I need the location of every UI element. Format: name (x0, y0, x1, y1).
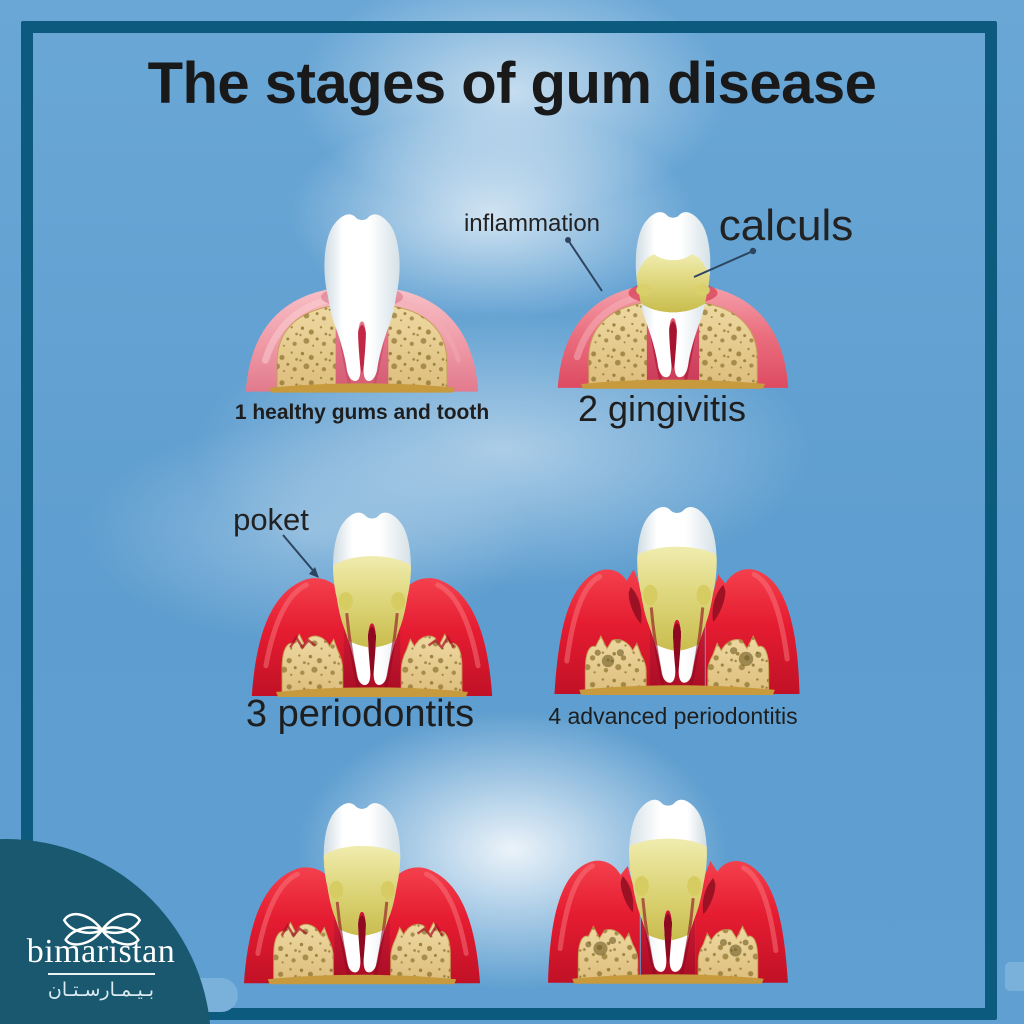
bimaristan-wordmark: bimaristan (26, 933, 176, 970)
inflammation-pointer-line (565, 237, 603, 292)
page-border-frame (21, 21, 997, 1020)
butterfly-leaves-icon (62, 912, 142, 946)
tooth-illustration-stage-6 (542, 780, 794, 986)
calculs-pointer-line (693, 247, 757, 278)
inflammation-label: inflammation (463, 210, 601, 237)
stage-2-caption: 2 gingivitis (577, 388, 747, 429)
tooth-illustration-stage-1 (240, 196, 484, 394)
poket-label: poket (233, 502, 309, 537)
bimaristan-arabic-name: بـيـمـارسـتـان (47, 979, 155, 1001)
stage-3-caption: 3 periodontits (245, 693, 475, 735)
logo-divider-line (48, 973, 155, 975)
stage-4-caption: 4 advanced periodontitis (548, 703, 798, 729)
calculs-label: calculs (718, 201, 854, 250)
page-title: The stages of gum disease (147, 51, 877, 116)
right-edge-ribbon-tab (1005, 962, 1024, 991)
tooth-illustration-stage-5 (238, 784, 486, 986)
tooth-illustration-stage-4 (548, 488, 806, 696)
stage-1-caption: 1 healthy gums and tooth (234, 401, 490, 424)
poket-pointer-arrow (282, 534, 319, 578)
